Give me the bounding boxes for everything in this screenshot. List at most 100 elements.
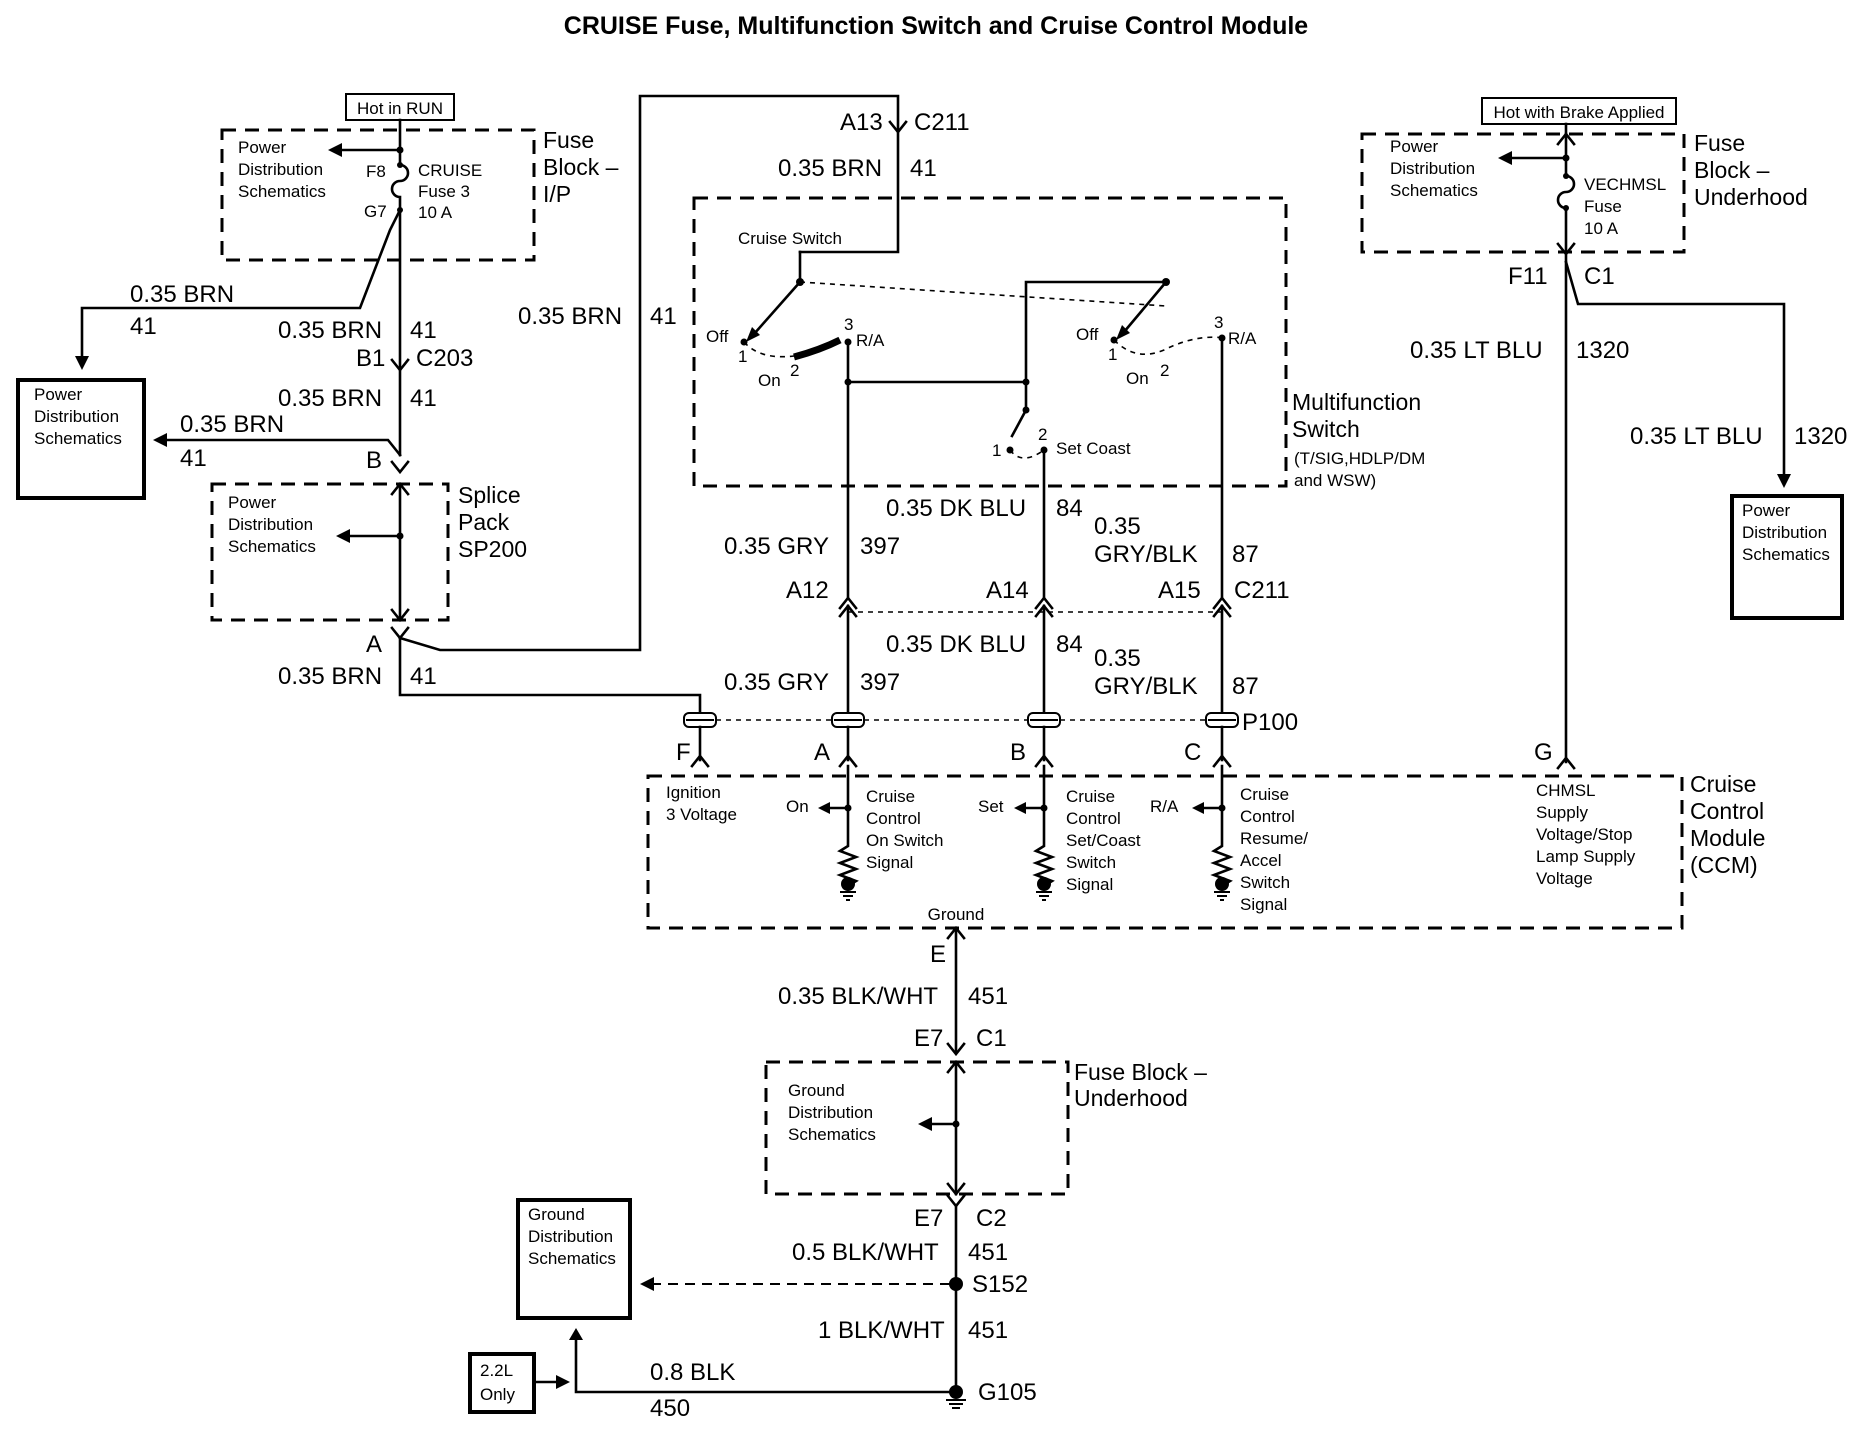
junction-dot [1040, 804, 1048, 812]
fuse-uh-pds-2: Distribution [1390, 159, 1475, 178]
left-pds-box [16, 378, 146, 500]
ccm-ignition-1: Ignition [666, 783, 721, 802]
multifunction-label-1: Multifunction [1292, 389, 1421, 415]
set-coast-n2: 2 [1038, 425, 1047, 444]
circuit-451-label-2: 451 [968, 1239, 1008, 1266]
splice-pack-label-1: Splice [458, 482, 521, 508]
splice-pack-label-2: Pack [458, 509, 510, 535]
circuit-41-label-6: 41 [410, 663, 437, 690]
cruise-fuse-3-icon [390, 148, 410, 212]
g105-label: G105 [978, 1379, 1037, 1406]
switch2-throw-arc [1113, 336, 1225, 356]
circuit-450-label: 450 [650, 1395, 690, 1422]
c211-a15: A15 [1158, 577, 1201, 604]
cruise-switch-label: Cruise Switch [738, 229, 842, 248]
right-pds-2: Distribution [1742, 523, 1827, 542]
junction-dot [952, 1120, 960, 1128]
c2-e7-pin-icon [946, 1194, 966, 1209]
multifunction-sub-1: (T/SIG,HDLP/DM [1294, 449, 1425, 468]
arrow-left-icon [336, 529, 350, 543]
arrow-left-icon [328, 143, 342, 157]
ra-signal-resistor [1210, 764, 1234, 889]
wire-41-branch-left [80, 208, 402, 360]
vechmsl-label-1: VECHMSL [1584, 175, 1666, 194]
arrow-down-icon [1777, 474, 1791, 488]
wire-41-to-ccm [398, 636, 702, 714]
wire-label-gry-2: 0.35 GRY [724, 669, 829, 696]
ground-bus-pin-icon [946, 1182, 966, 1197]
wire-label-dkblu-2: 0.35 DK BLU [886, 631, 1026, 658]
on-signal-4: Signal [866, 853, 913, 872]
splice-pack-label-3: SP200 [458, 536, 527, 562]
s152-label: S152 [972, 1271, 1028, 1298]
wire-1320-branch [1564, 260, 1786, 478]
left-pds-3: Schematics [34, 429, 122, 448]
fuse-block-uh-label-1: Fuse [1694, 130, 1745, 156]
c211-top-label: C211 [914, 109, 970, 136]
wire-label-brn-5: 0.35 BRN [518, 303, 622, 330]
ground-symbol-icon [1036, 891, 1052, 901]
arrow-up-icon [569, 1328, 583, 1340]
p100-label: P100 [1242, 709, 1298, 736]
cruise-control-module [646, 774, 1684, 930]
circuit-41-label-3: 41 [410, 385, 437, 412]
fuse-block-uh-label-3: Underhood [1694, 184, 1808, 210]
wire-450 [574, 1336, 958, 1394]
ra-signal-3: Resume/ [1240, 829, 1308, 848]
ra-signal-5: Switch [1240, 873, 1290, 892]
right-pds-1: Power [1742, 501, 1791, 520]
pin-g7: G7 [364, 202, 387, 221]
fuse-uh-gds-3: Schematics [788, 1125, 876, 1144]
wire-label-gryblk-2b: GRY/BLK [1094, 673, 1198, 700]
switch2-n2: 2 [1160, 361, 1169, 380]
c1-label: C1 [976, 1025, 1007, 1052]
splice-pds-3: Schematics [228, 537, 316, 556]
arrow-left-icon [1498, 151, 1512, 165]
fuse-block-ip-pds-1: Power [238, 138, 287, 157]
fuse-block-underhood-bottom [764, 1060, 1070, 1196]
splice-pin-a-icon [390, 626, 410, 641]
ground-icon [841, 877, 855, 891]
ccm-pin-b: B [1010, 739, 1026, 766]
right-pds-box [1730, 494, 1844, 620]
splice-pin-b-icon [390, 460, 410, 475]
splice-pin-a: A [366, 631, 382, 658]
ccm-pin-b-icon [1034, 753, 1054, 768]
fuse-block-ip-pds-3: Schematics [238, 182, 326, 201]
fuse-block-underhood-top [1360, 132, 1686, 254]
c211-a12: A12 [786, 577, 829, 604]
only-box-2: Only [480, 1385, 515, 1404]
arrow-right-icon [556, 1375, 570, 1389]
fuse-uh-pds-1: Power [1390, 137, 1439, 156]
wire-label-blk: 0.8 BLK [650, 1359, 735, 1386]
multifunction-label-2: Switch [1292, 416, 1360, 442]
splice-pds-1: Power [228, 493, 277, 512]
ccm-pin-e: E [930, 941, 946, 968]
ccm-label-2: Control [1690, 798, 1764, 824]
switch2-n1: 1 [1108, 345, 1117, 364]
switch1-on-label: On [758, 371, 781, 390]
ra-signal-1: Cruise [1240, 785, 1289, 804]
set-signal-2: Control [1066, 809, 1121, 828]
junction-dot [844, 378, 852, 386]
set-coast-arc [1009, 449, 1045, 459]
fuse-uh-gds-2: Distribution [788, 1103, 873, 1122]
set-signal-4: Switch [1066, 853, 1116, 872]
on-signal-2: Control [866, 809, 921, 828]
fuse-block-uh-bottom-label-2: Underhood [1074, 1085, 1188, 1111]
switch2-off-label: Off [1076, 325, 1099, 344]
chmsl-2: Supply [1536, 803, 1588, 822]
ccm-ignition-2: 3 Voltage [666, 805, 737, 824]
ccm-ground-label: Ground [928, 905, 985, 924]
diagram-title: CRUISE Fuse, Multifunction Switch and Cr… [564, 12, 1309, 40]
arrow-icon [1116, 325, 1130, 340]
circuit-451-label-1: 451 [968, 983, 1008, 1010]
hot-brake-tag [1481, 97, 1677, 125]
ccm-pin-a-icon [838, 753, 858, 768]
c2-e7-pin: E7 [914, 1205, 943, 1232]
wire-label-ltblu-2: 0.35 LT BLU [1630, 423, 1763, 450]
fuse-block-uh-bottom-label-1: Fuse Block – [1074, 1059, 1207, 1085]
ground-bus-pin-icon [946, 1059, 966, 1074]
switch1-n1: 1 [738, 347, 747, 366]
ccm-set: Set [978, 797, 1004, 816]
